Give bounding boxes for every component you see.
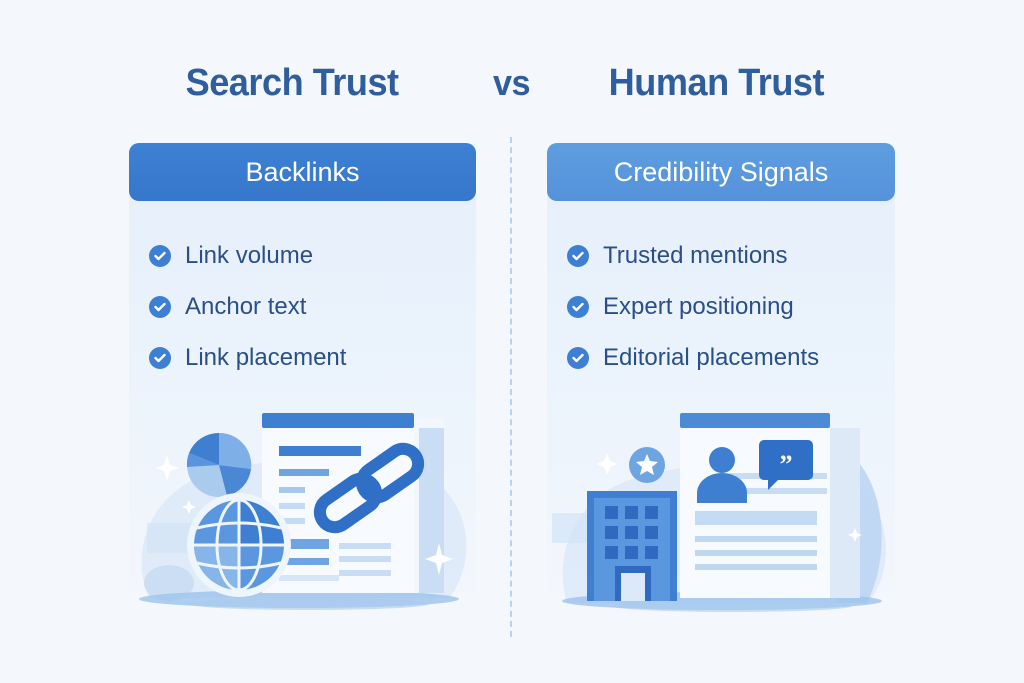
globe-icon — [187, 493, 291, 597]
sparkle-icon — [596, 453, 862, 542]
webpage-document-icon — [262, 413, 444, 593]
chain-link-icon — [313, 442, 425, 534]
panel-header-backlinks: Backlinks — [129, 143, 476, 201]
list-item-label: Editorial placements — [603, 343, 820, 371]
check-circle-icon — [567, 244, 589, 267]
list-item: Anchor text — [149, 281, 346, 332]
dashed-divider — [510, 137, 512, 637]
svg-text:”: ” — [780, 450, 793, 479]
check-circle-icon — [567, 346, 589, 369]
pie-chart-icon — [186, 432, 252, 497]
panel-header-credibility-signals: Credibility Signals — [547, 143, 895, 201]
check-circle-icon — [149, 295, 171, 318]
list-item-label: Expert positioning — [603, 292, 794, 320]
title-vs: vs — [492, 62, 531, 103]
credibility-illustration: ” — [552, 413, 886, 612]
list-item: Link placement — [149, 332, 346, 383]
list-item: Editorial placements — [567, 332, 819, 383]
sparkle-icon — [155, 455, 453, 575]
backlinks-list: Link volume Anchor text Link placement — [149, 230, 346, 383]
panel-credibility-signals: Credibility Signals Trusted mentions Exp… — [547, 143, 895, 612]
office-building-icon — [587, 491, 677, 601]
list-item-label: Link volume — [185, 241, 314, 269]
panel-backlinks: Backlinks Link volume Anchor text Link p… — [129, 143, 476, 610]
check-circle-icon — [149, 346, 171, 369]
check-circle-icon — [567, 295, 589, 318]
list-item: Link volume — [149, 230, 346, 281]
person-avatar-icon — [697, 447, 747, 503]
quote-bubble-icon: ” — [759, 440, 813, 490]
list-item: Trusted mentions — [567, 230, 819, 281]
star-badge-icon — [629, 447, 665, 483]
check-circle-icon — [149, 244, 171, 267]
list-item: Expert positioning — [567, 281, 819, 332]
backlinks-illustration — [139, 413, 467, 610]
title-search-trust: Search Trust — [185, 62, 399, 104]
credibility-list: Trusted mentions Expert positioning Edit… — [567, 230, 819, 383]
title-human-trust: Human Trust — [608, 62, 825, 104]
list-item-label: Trusted mentions — [603, 241, 788, 269]
list-item-label: Anchor text — [185, 292, 307, 320]
list-item-label: Link placement — [185, 343, 347, 371]
